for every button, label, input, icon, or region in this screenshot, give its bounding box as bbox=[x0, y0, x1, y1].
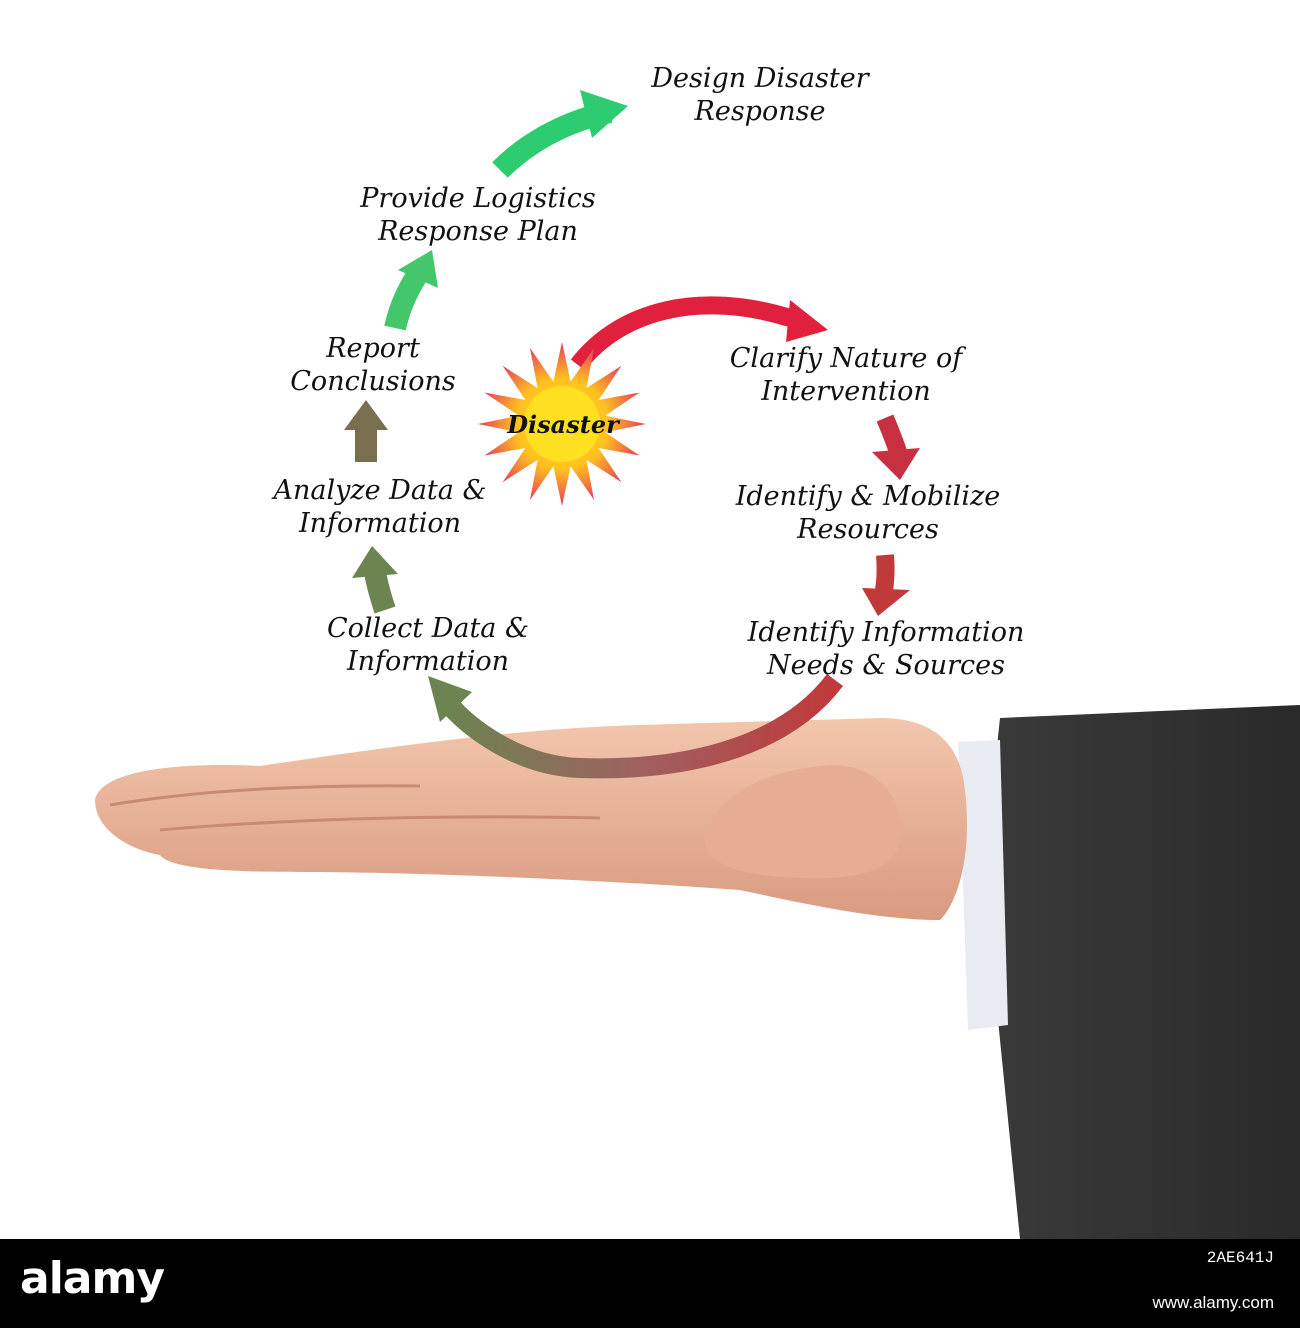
arrowhead-needs bbox=[862, 588, 910, 616]
step-label-line: Report bbox=[290, 332, 455, 365]
step-identify-mobilize: Identify & Mobilize Resources bbox=[736, 480, 1001, 546]
step-label-line: Identify Information bbox=[748, 616, 1025, 649]
step-label-line: Collect Data & bbox=[327, 612, 529, 645]
step-label-line: Identify & Mobilize bbox=[736, 480, 1001, 513]
arrow-clarify-to-mobilize bbox=[885, 418, 898, 452]
hand-illustration bbox=[95, 705, 1300, 1239]
step-collect-data: Collect Data & Information bbox=[327, 612, 529, 678]
step-report-conclusions: Report Conclusions bbox=[290, 332, 455, 398]
image-id-text: 2AE641J bbox=[1207, 1249, 1274, 1267]
step-label-line: Information bbox=[274, 507, 487, 540]
sleeve-shape bbox=[985, 705, 1300, 1239]
step-label-line: Information bbox=[327, 645, 529, 678]
step-label-line: Provide Logistics bbox=[360, 182, 596, 215]
step-label-line: Clarify Nature of bbox=[730, 342, 962, 375]
step-label-line: Conclusions bbox=[290, 365, 455, 398]
arrowhead-clarify bbox=[786, 300, 828, 342]
step-label-line: Design Disaster bbox=[651, 62, 868, 95]
step-label-line: Response Plan bbox=[360, 215, 596, 248]
step-identify-information: Identify Information Needs & Sources bbox=[748, 616, 1025, 682]
step-label-line: Resources bbox=[736, 513, 1001, 546]
arrowhead-report bbox=[344, 400, 388, 430]
site-url-text: www.alamy.com bbox=[1152, 1293, 1274, 1313]
step-label-line: Intervention bbox=[730, 375, 962, 408]
step-provide-logistics: Provide Logistics Response Plan bbox=[360, 182, 596, 248]
brand-logo: alamy bbox=[20, 1253, 164, 1304]
step-label-line: Analyze Data & bbox=[274, 474, 487, 507]
step-analyze-data: Analyze Data & Information bbox=[274, 474, 487, 540]
watermark-footer: alamy 2AE641J www.alamy.com bbox=[0, 1239, 1300, 1328]
disaster-label: Disaster bbox=[507, 408, 619, 441]
step-label-line: Needs & Sources bbox=[748, 649, 1025, 682]
cuff-shape bbox=[958, 740, 1008, 1030]
arrowhead-mobilize bbox=[872, 448, 920, 480]
step-clarify-nature: Clarify Nature of Intervention bbox=[730, 342, 962, 408]
arrowhead-design bbox=[580, 90, 628, 138]
step-label-line: Response bbox=[651, 95, 868, 128]
step-design-disaster-response: Design Disaster Response bbox=[651, 62, 868, 128]
arrow-mobilize-to-needs bbox=[884, 555, 886, 590]
arrowhead-analyze bbox=[352, 546, 398, 578]
